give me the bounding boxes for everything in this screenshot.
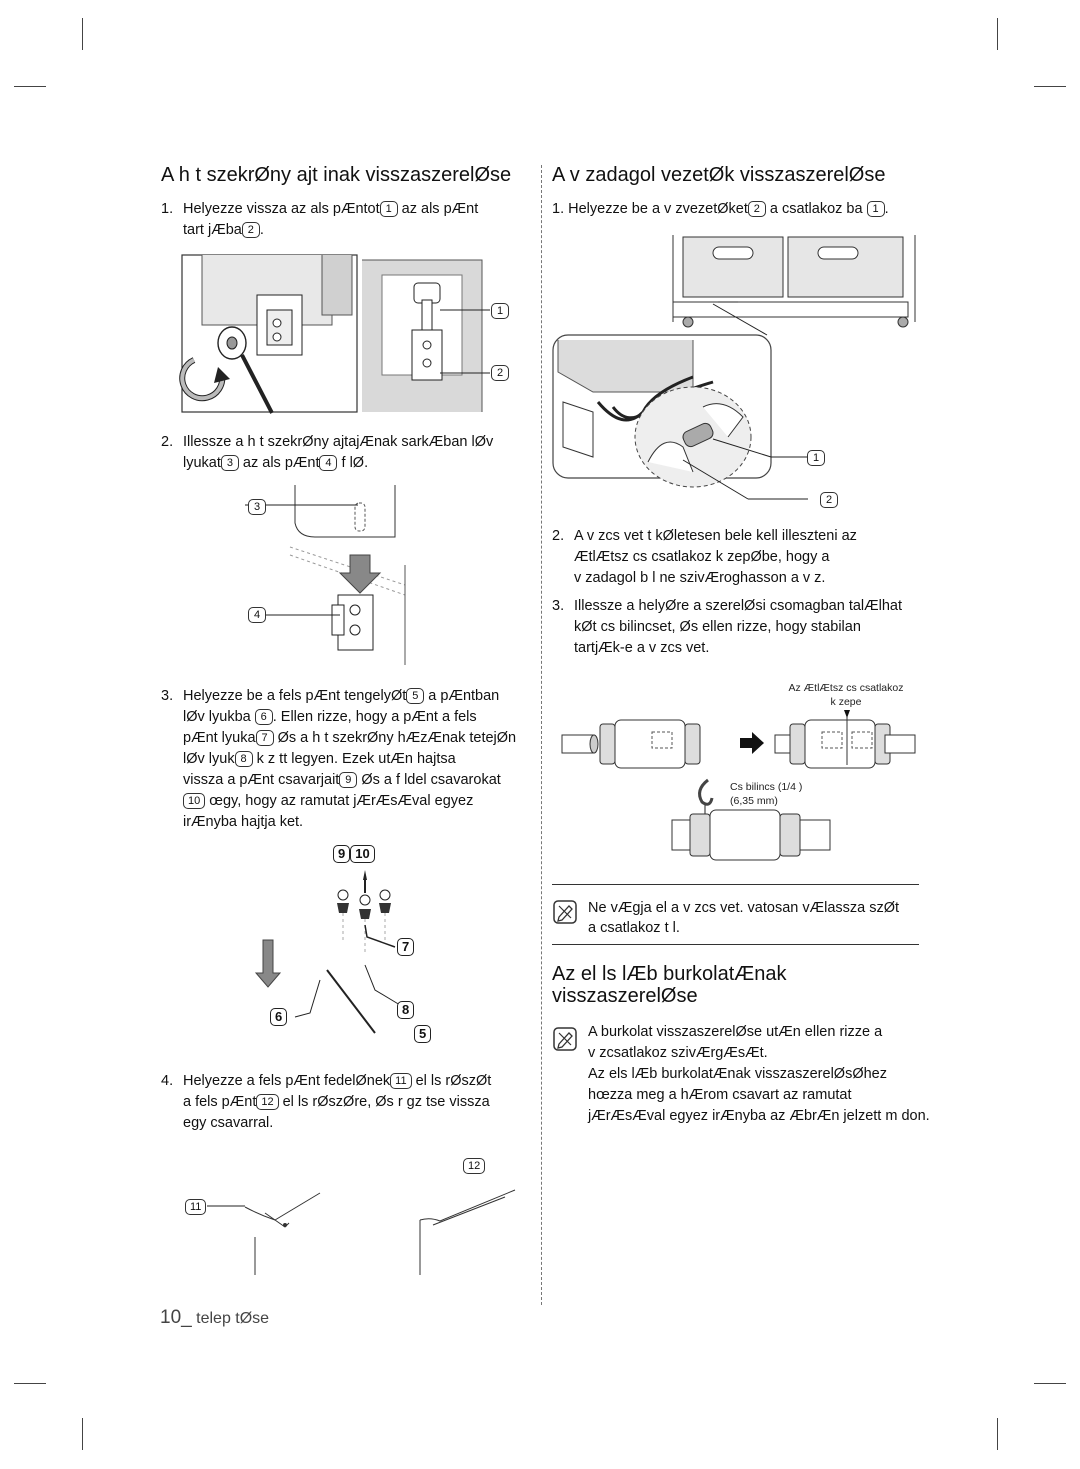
crop-mark (1034, 1383, 1066, 1384)
left-step3-line6: 10 œgy, hogy az ramutat jÆrÆsÆval egyez (183, 791, 473, 812)
callout-7: 7 (397, 938, 415, 956)
callout-1: 1 (491, 303, 509, 319)
note-divider (552, 944, 919, 945)
note1-line1: Ne vÆgja el a v zcs vet. vatosan vÆlassz… (588, 900, 900, 916)
connector-center-label: Az ÆtlÆtsz cs csatlakoz k zepe (788, 682, 904, 708)
callout-10: 10 (183, 793, 206, 809)
note2-line4: hœzza meg a hÆrom csavart az ramutat (588, 1087, 852, 1103)
note2-line5: jÆrÆsÆval egyez irÆnyba az ÆbrÆn jelzett… (588, 1108, 930, 1124)
right-section2-title: Az el ls lÆb burkolatÆnak visszaszerelØs… (552, 963, 787, 1007)
left-step4-line3: egy csavarral. (183, 1115, 274, 1131)
page-footer: 10_ telep tØse (160, 1307, 269, 1329)
lower-hinge-illustration (179, 254, 490, 414)
callout-2: 2 (491, 365, 509, 381)
callout-2: 2 (820, 492, 838, 508)
note-pencil-icon (553, 900, 577, 924)
note2-line2: v zcsatlakoz szivÆrgÆsÆt. (588, 1045, 768, 1061)
crop-mark (14, 86, 46, 87)
crop-mark (82, 1418, 83, 1450)
right-step2-line1: 2.A v zcs vet t kØletesen bele kell ille… (552, 528, 857, 544)
note-divider (552, 884, 919, 885)
callout-2: 2 (747, 201, 766, 217)
callout-1: 1 (866, 201, 885, 217)
callout-3: 3 (248, 499, 266, 515)
water-line-illustration (552, 235, 916, 500)
callout-1: 1 (379, 201, 398, 217)
callout-9: 9 (339, 772, 358, 788)
right-step3-line1: 3.Illessze a helyØre a szerelØsi csomagb… (552, 598, 903, 614)
callout-2: 2 (241, 222, 260, 238)
callout-12: 12 (463, 1158, 486, 1174)
callout-11: 11 (390, 1073, 412, 1089)
left-step2-line1: 2.Illessze a h t szekrØny ajtajÆnak sark… (161, 434, 494, 450)
callout-1: 1 (807, 450, 825, 466)
upper-hinge-illustration (254, 870, 401, 1034)
note-pencil-icon (553, 1027, 577, 1051)
callout-3: 3 (220, 455, 239, 471)
column-divider (541, 165, 542, 1305)
callout-5: 5 (414, 1025, 432, 1043)
left-section-title: A h t szekrØny ajt inak visszaszerelØse (161, 164, 512, 186)
right-step3-line2: kØt cs bilincset, Øs ellen rizze, hogy s… (574, 619, 861, 635)
right-section-title: A v zadagol vezetØk visszaszerelØse (552, 164, 886, 186)
door-hole-illustration (245, 485, 406, 665)
note2-line1: A burkolat visszaszerelØse utÆn ellen ri… (588, 1024, 883, 1040)
callout-8: 8 (397, 1001, 415, 1019)
callout-5: 5 (406, 688, 425, 704)
hinge-cover-illustration (207, 1189, 516, 1275)
callout-7: 7 (255, 730, 274, 746)
right-step3-line3: tartjÆk-e a v zcs vet. (574, 640, 710, 656)
callout-6: 6 (270, 1008, 288, 1026)
page-number: 10_ (160, 1307, 192, 1328)
crop-mark (1034, 86, 1066, 87)
crop-mark (997, 18, 998, 50)
right-step2-line3: v zadagol b l ne szivÆroghasson a v z. (574, 570, 826, 586)
callout-12: 12 (256, 1094, 279, 1110)
left-step3-line2: lØv lyukba 6. Ellen rizze, hogy a pÆnt a… (183, 709, 477, 725)
section-name: telep tØse (191, 1310, 270, 1327)
callout-11: 11 (185, 1199, 207, 1215)
clip-label: Cs bilincs (1/4 ) (6,35 mm) (730, 781, 803, 807)
crop-mark (14, 1383, 46, 1384)
tube-connector-illustration (561, 710, 916, 861)
callout-4: 4 (248, 607, 266, 623)
left-step3-line7: irÆnyba hajtja ket. (183, 814, 304, 830)
right-step2-line2: ÆtlÆtsz cs csatlakoz k zepØbe, hogy a (574, 549, 830, 565)
callout-6: 6 (254, 709, 273, 725)
crop-mark (82, 18, 83, 50)
crop-mark (997, 1418, 998, 1450)
callout-9: 9 (333, 845, 351, 863)
callout-10: 10 (350, 845, 375, 863)
callout-4: 4 (319, 455, 338, 471)
note2-line3: Az els lÆb burkolatÆnak visszaszerelØsØh… (588, 1066, 887, 1082)
note1-line2: a csatlakoz t l. (588, 920, 680, 936)
callout-8: 8 (234, 751, 253, 767)
